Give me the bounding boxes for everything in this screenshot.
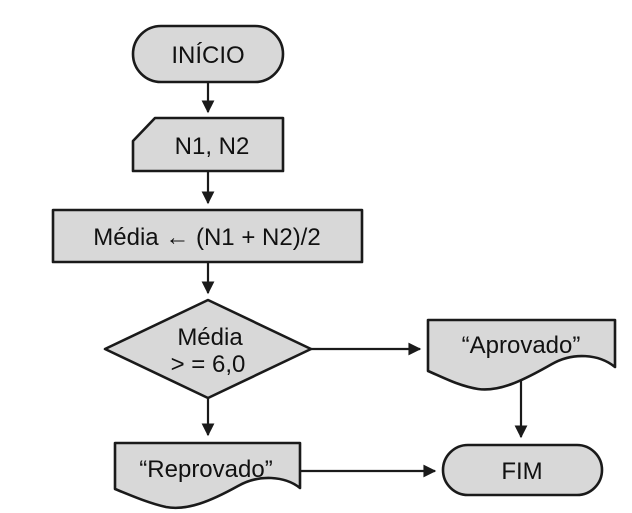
node-decisao: Média > = 6,0 xyxy=(103,298,313,400)
decision-shape-decisao xyxy=(103,298,313,400)
entrada-label: N1, N2 xyxy=(175,133,250,160)
card-shape-entrada xyxy=(131,116,285,173)
terminator-shape-fim xyxy=(441,443,604,497)
document-shape-reprovado xyxy=(113,441,302,510)
reprovado-label: “Reprovado” xyxy=(139,456,272,483)
aprovado-label: “Aprovado” xyxy=(462,332,581,359)
process-shape-processo xyxy=(51,208,364,264)
decisao-label-line1: Média xyxy=(177,324,243,351)
node-inicio: INÍCIO xyxy=(131,24,285,84)
inicio-label: INÍCIO xyxy=(171,42,244,69)
fim-label: FIM xyxy=(501,458,542,485)
decisao-label-line2: > = 6,0 xyxy=(171,351,246,378)
node-processo: Média ← (N1 + N2)/2 xyxy=(51,208,364,264)
node-fim: FIM xyxy=(441,443,604,497)
processo-label: Média ← (N1 + N2)/2 xyxy=(93,224,320,251)
document-shape-aprovado xyxy=(426,318,617,391)
node-aprovado: “Aprovado” xyxy=(426,318,617,391)
terminator-shape-inicio xyxy=(131,24,285,84)
node-reprovado: “Reprovado” xyxy=(113,441,302,510)
edges xyxy=(201,83,528,478)
node-entrada: N1, N2 xyxy=(131,116,285,173)
